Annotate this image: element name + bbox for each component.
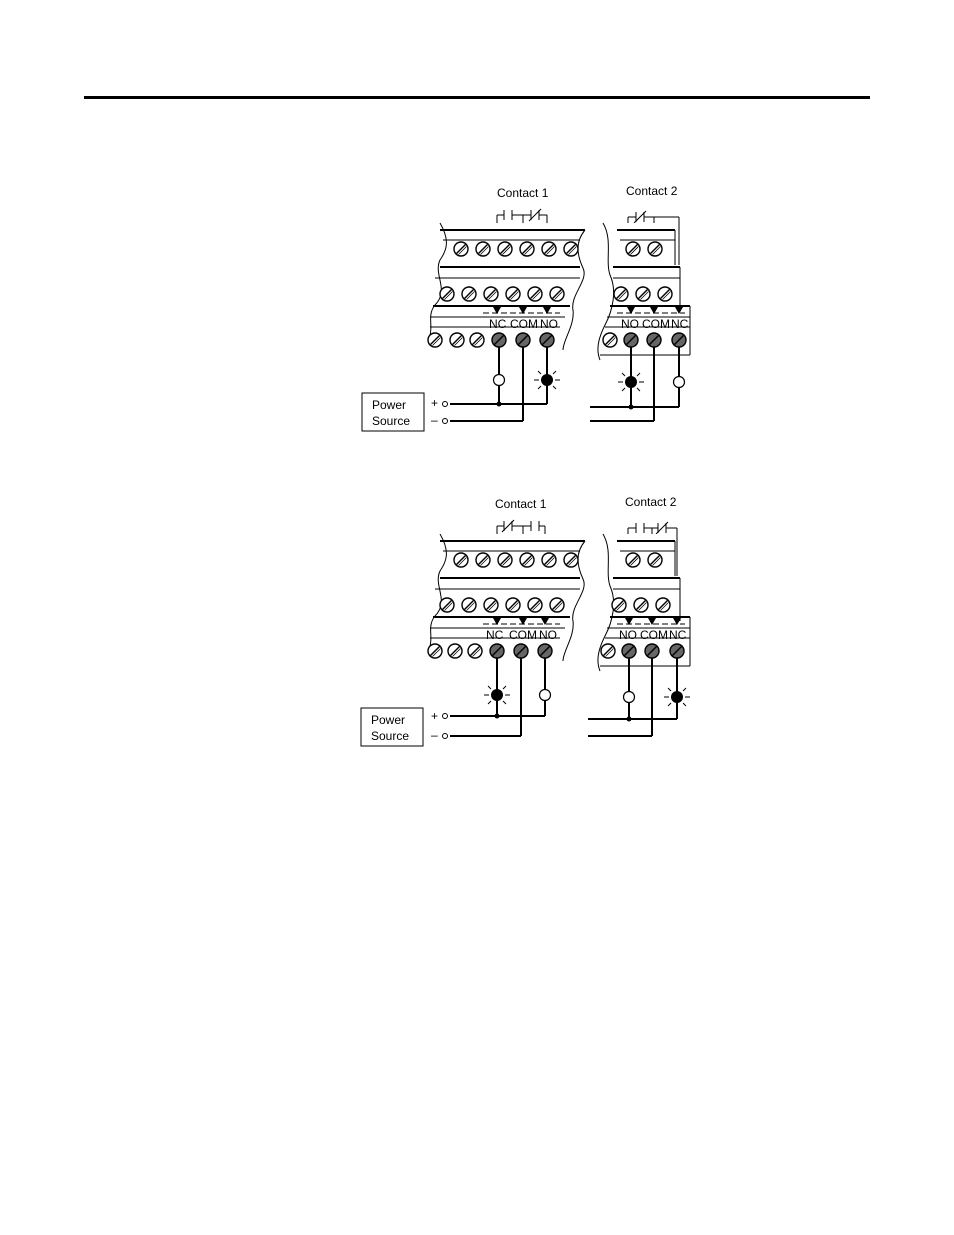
block-2-terminal-com: COM	[642, 317, 670, 331]
lamp-contact-2-no	[618, 369, 644, 395]
block-2-terminal-com: COM	[640, 628, 668, 642]
plus-terminal-label: +	[431, 396, 438, 410]
contact-1-label: Contact 1	[495, 497, 547, 511]
contact-2-label: Contact 2	[626, 184, 678, 198]
wiring-diagram-1-svg: Contact 1 Contact 2	[355, 180, 705, 445]
terminal-block-2: NO COM NC	[598, 534, 690, 671]
wiring-diagram-2-svg: Contact 1 Contact 2	[355, 491, 705, 756]
plus-terminal-label: +	[431, 709, 438, 723]
power-source-label-line1: Power	[371, 713, 405, 727]
power-source-label-line2: Source	[372, 414, 410, 428]
block-2-terminal-nc: NC	[669, 628, 687, 642]
lamp-contact-1-no	[534, 367, 560, 393]
power-source-label-line2: Source	[371, 729, 409, 743]
wiring-diagram-1: Contact 1 Contact 2	[355, 180, 705, 445]
power-source-label-line1: Power	[372, 398, 406, 412]
block-1-terminal-nc: NC	[489, 317, 507, 331]
minus-terminal-label: –	[431, 413, 438, 427]
terminal-block-1: NC COM NO	[428, 534, 585, 676]
lamp-contact-1-no	[540, 690, 551, 701]
lamp-contact-1-nc	[494, 375, 505, 386]
lamp-contact-2-nc	[664, 684, 690, 710]
contact-2-label: Contact 2	[625, 495, 677, 509]
contact-1-label: Contact 1	[497, 186, 549, 200]
block-1-terminal-com: COM	[510, 317, 538, 331]
terminal-block-1: NC COM NO	[428, 223, 585, 365]
lamp-contact-2-nc	[674, 377, 685, 388]
wiring-diagram-2: Contact 1 Contact 2	[355, 491, 705, 756]
lamp-contact-2-no	[624, 692, 635, 703]
block-2-terminal-no: NO	[619, 628, 637, 642]
minus-terminal-label: –	[431, 728, 438, 742]
terminal-block-2: NO COM NC	[598, 223, 690, 360]
block-2-terminal-no: NO	[621, 317, 639, 331]
lamp-contact-1-nc	[484, 682, 510, 708]
block-2-terminal-nc: NC	[671, 317, 689, 331]
page-header-rule	[84, 96, 870, 99]
block-1-terminal-no: NO	[540, 317, 558, 331]
block-1-terminal-nc: NC	[486, 628, 504, 642]
block-1-terminal-com: COM	[509, 628, 537, 642]
block-1-terminal-no: NO	[539, 628, 557, 642]
